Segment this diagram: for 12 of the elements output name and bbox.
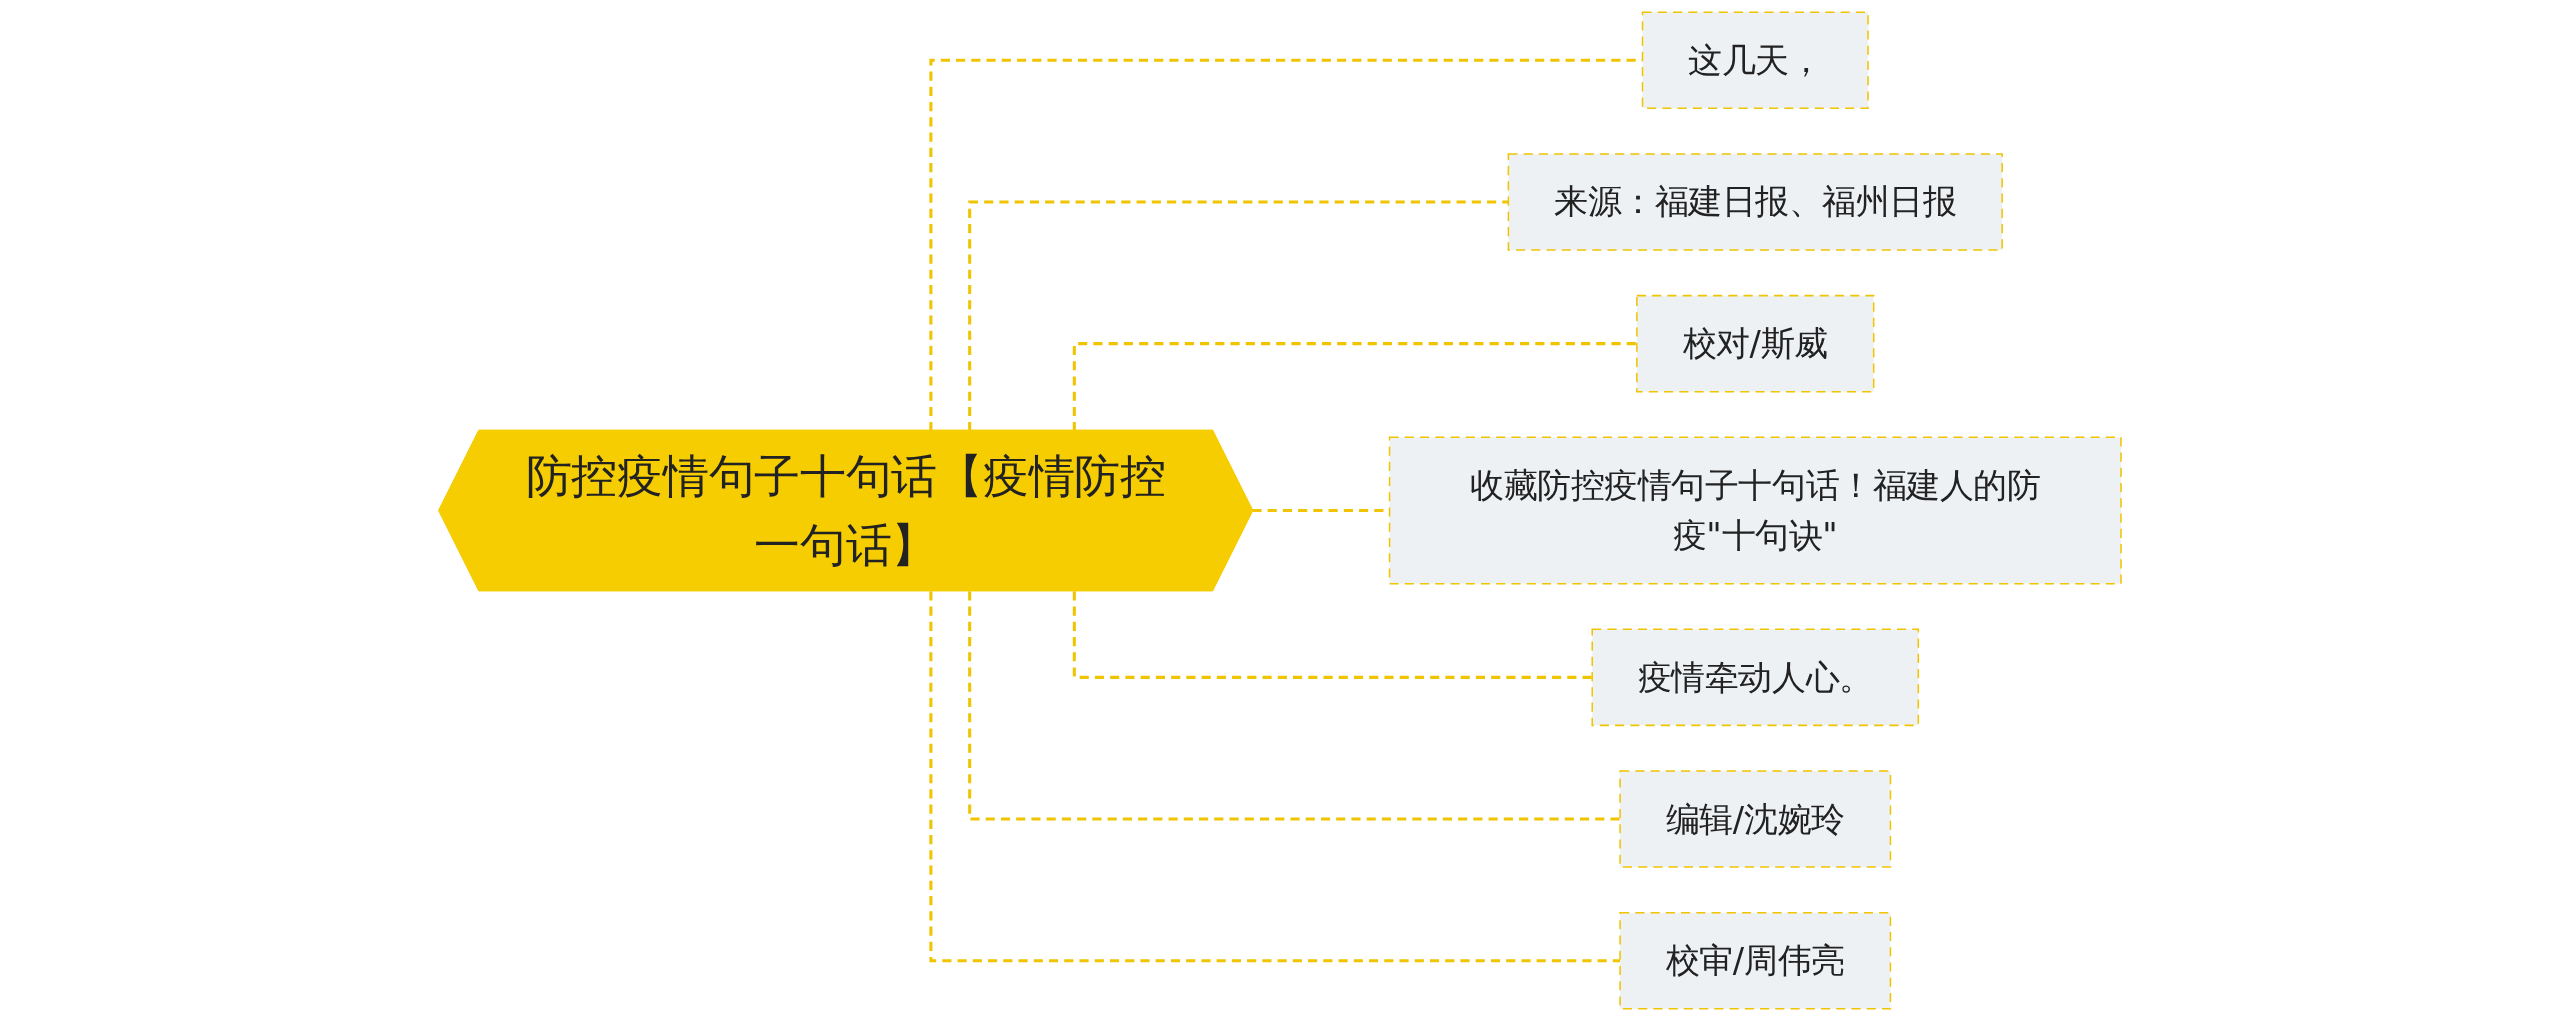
node-box: 收藏防控疫情句子十句话！福建人的防疫"十句诀": [1388, 436, 2122, 585]
connector: [1072, 342, 1637, 432]
node-box: 来源：福建日报、福州日报: [1507, 153, 2003, 251]
node-box: 校对/斯威: [1636, 294, 1875, 393]
node-box: 这几天，: [1641, 11, 1869, 109]
node-box: 校审/周伟亮: [1619, 912, 1892, 1010]
connector: [968, 200, 1509, 432]
connector: [968, 591, 1621, 821]
connector: [929, 591, 1621, 963]
connector: [1072, 591, 1593, 679]
node-box: 疫情牵动人心。: [1591, 628, 1920, 727]
node-box: 编辑/沈婉玲: [1619, 770, 1892, 868]
